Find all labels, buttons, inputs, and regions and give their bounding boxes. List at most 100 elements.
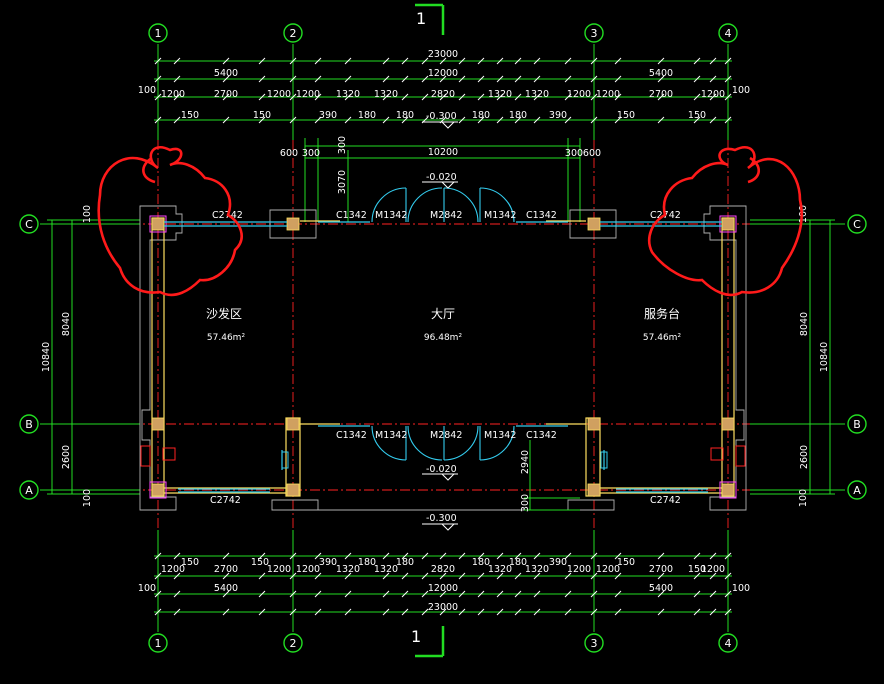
axis-bubble-left-A[interactable]: A xyxy=(19,480,39,500)
axis-bubble-top-1[interactable]: 1 xyxy=(148,23,168,43)
dimension-tick xyxy=(289,57,297,65)
axis-bubble-left-B[interactable]: B xyxy=(19,414,39,434)
dimension-tick xyxy=(289,552,297,560)
dimension-tick xyxy=(477,75,485,83)
dimension-tick xyxy=(724,75,732,83)
axis-bubble-right-C[interactable]: C xyxy=(847,214,867,234)
axis-bubble-bottom-3[interactable]: 3 xyxy=(584,633,604,653)
dimension-tick xyxy=(382,57,390,65)
section-marker-bottom[interactable]: 1 xyxy=(411,626,445,658)
dimension-tick xyxy=(564,93,572,101)
axis-bubble-top-3[interactable]: 3 xyxy=(584,23,604,43)
dimension-tick xyxy=(458,93,466,101)
dimension-tick xyxy=(421,590,429,598)
dim-bot-r-9: 1200 xyxy=(567,564,591,575)
dimension-tick xyxy=(564,552,572,560)
dimension-tick xyxy=(724,552,732,560)
label-window-c1342-bot-left: C1342 xyxy=(336,430,367,441)
label-door-m1342-bot-right: M1342 xyxy=(484,430,516,441)
dimension-tick xyxy=(314,608,322,616)
dimension-tick xyxy=(289,93,297,101)
dimension-tick xyxy=(693,608,701,616)
dimension-tick xyxy=(477,572,485,580)
axis-bubble-bottom-2[interactable]: 2 xyxy=(283,633,303,653)
axis-extension-lines xyxy=(40,44,845,632)
dimension-tick xyxy=(401,57,409,65)
dimension-tick xyxy=(709,608,717,616)
dimension-tick xyxy=(724,590,732,598)
dimension-tick xyxy=(289,608,297,616)
axis-bubble-bottom-1[interactable]: 1 xyxy=(148,633,168,653)
dimension-tick xyxy=(614,608,622,616)
dimension-tick xyxy=(154,75,162,83)
dimension-tick xyxy=(154,552,162,560)
dimension-tick xyxy=(439,572,447,580)
dimension-tick xyxy=(439,75,447,83)
dimension-tick xyxy=(401,590,409,598)
dimension-tick xyxy=(564,116,572,124)
axis-bubble-top-2[interactable]: 2 xyxy=(283,23,303,43)
dimension-tick xyxy=(590,116,598,124)
room-area-sofa-area: 57.46m² xyxy=(207,333,246,343)
axis-bubble-top-4[interactable]: 4 xyxy=(718,23,738,43)
dimension-tick xyxy=(709,590,717,598)
dimension-tick xyxy=(222,590,230,598)
dimension-tick xyxy=(533,572,541,580)
dimension-tick xyxy=(222,116,230,124)
dimension-tick xyxy=(724,608,732,616)
axis-bubble-right-B[interactable]: B xyxy=(847,414,867,434)
dimension-tick xyxy=(258,57,266,65)
dimension-tick xyxy=(401,572,409,580)
label-door-m1342-top-left: M1342 xyxy=(375,210,407,221)
dim-top-r3-7: 1320 xyxy=(488,89,512,100)
dimension-tick xyxy=(382,552,390,560)
dim-top-bay-2: 12000 xyxy=(428,68,458,79)
room-area-service-desk: 57.46m² xyxy=(643,333,682,343)
axis-grid xyxy=(40,140,845,530)
svg-text:B: B xyxy=(25,418,33,431)
dimension-tick xyxy=(496,93,504,101)
dimension-tick xyxy=(514,572,522,580)
dimension-tick xyxy=(222,572,230,580)
dimension-tick xyxy=(344,552,352,560)
dim-top-r3-10: 1200 xyxy=(596,89,620,100)
dimension-tick xyxy=(657,57,665,65)
dim-bot-s-0: 150 xyxy=(181,557,199,568)
dimension-tick xyxy=(344,57,352,65)
dimension-tick xyxy=(590,608,598,616)
dimension-tick xyxy=(382,75,390,83)
axis-bubble-left-C[interactable]: C xyxy=(19,214,39,234)
dimension-tick xyxy=(154,57,162,65)
dim-porch-span: 10200 xyxy=(428,147,458,158)
svg-text:A: A xyxy=(25,484,33,497)
axis-bubble-right-A[interactable]: A xyxy=(847,480,867,500)
dimension-tick xyxy=(533,93,541,101)
dimension-tick xyxy=(154,116,162,124)
section-marker-top[interactable]: 1 xyxy=(415,3,445,35)
dim-porch-3070: 3070 xyxy=(337,170,348,194)
dimension-tick xyxy=(590,75,598,83)
dimension-tick xyxy=(693,93,701,101)
svg-text:3: 3 xyxy=(591,27,598,40)
dim-top-overall: 23000 xyxy=(428,49,458,60)
dimension-tick xyxy=(173,93,181,101)
dim-bot-r-7: 1320 xyxy=(488,564,512,575)
room-name-hall: 大厅 xyxy=(431,307,455,321)
dim-porch-depth-300: 300 xyxy=(337,136,348,154)
axis-bubble-bottom-4[interactable]: 4 xyxy=(718,633,738,653)
svg-text:1: 1 xyxy=(411,627,421,646)
label-door-m2842-top: M2842 xyxy=(430,210,462,221)
dimension-tick xyxy=(477,57,485,65)
dimension-tick xyxy=(496,552,504,560)
dimension-tick xyxy=(344,572,352,580)
dimension-tick xyxy=(222,93,230,101)
doors xyxy=(371,187,515,461)
svg-text:1: 1 xyxy=(416,9,426,28)
label-door-m1342-bot-left: M1342 xyxy=(375,430,407,441)
top-dimension-chains xyxy=(154,57,732,124)
dimension-tick xyxy=(289,572,297,580)
dimension-tick xyxy=(314,552,322,560)
columns xyxy=(149,215,737,499)
dim-top-r3-0: 1200 xyxy=(161,89,185,100)
